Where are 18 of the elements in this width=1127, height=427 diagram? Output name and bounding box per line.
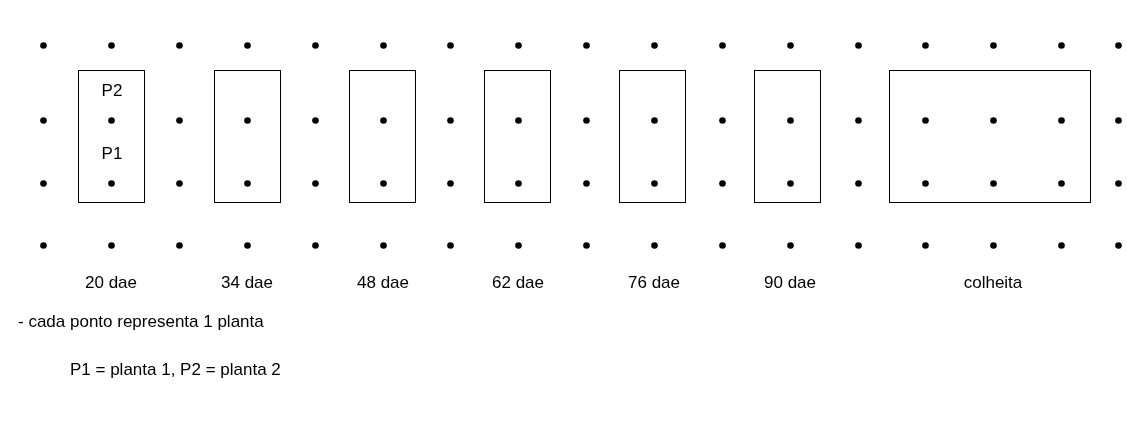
sampling-time-label: 62 dae	[492, 273, 544, 293]
note-text: - cada ponto representa 1 planta	[18, 312, 264, 332]
sampling-time-label: 48 dae	[357, 273, 409, 293]
plant-label: P2	[101, 81, 123, 101]
sample-plot-box	[214, 70, 281, 203]
sample-plot-box	[754, 70, 821, 203]
sampling-time-label: colheita	[963, 273, 1023, 293]
sample-plot-box	[349, 70, 416, 203]
note-text: P1 = planta 1, P2 = planta 2	[70, 360, 281, 380]
sample-plot-box	[78, 70, 145, 203]
sampling-time-label: 20 dae	[85, 273, 137, 293]
sampling-time-label: 76 dae	[628, 273, 680, 293]
sample-plot-box	[619, 70, 686, 203]
sample-plot-box	[484, 70, 551, 203]
sampling-time-label: 34 dae	[221, 273, 273, 293]
plant-label: P1	[101, 144, 123, 164]
sampling-time-label: 90 dae	[764, 273, 816, 293]
sample-plot-box	[889, 70, 1091, 203]
